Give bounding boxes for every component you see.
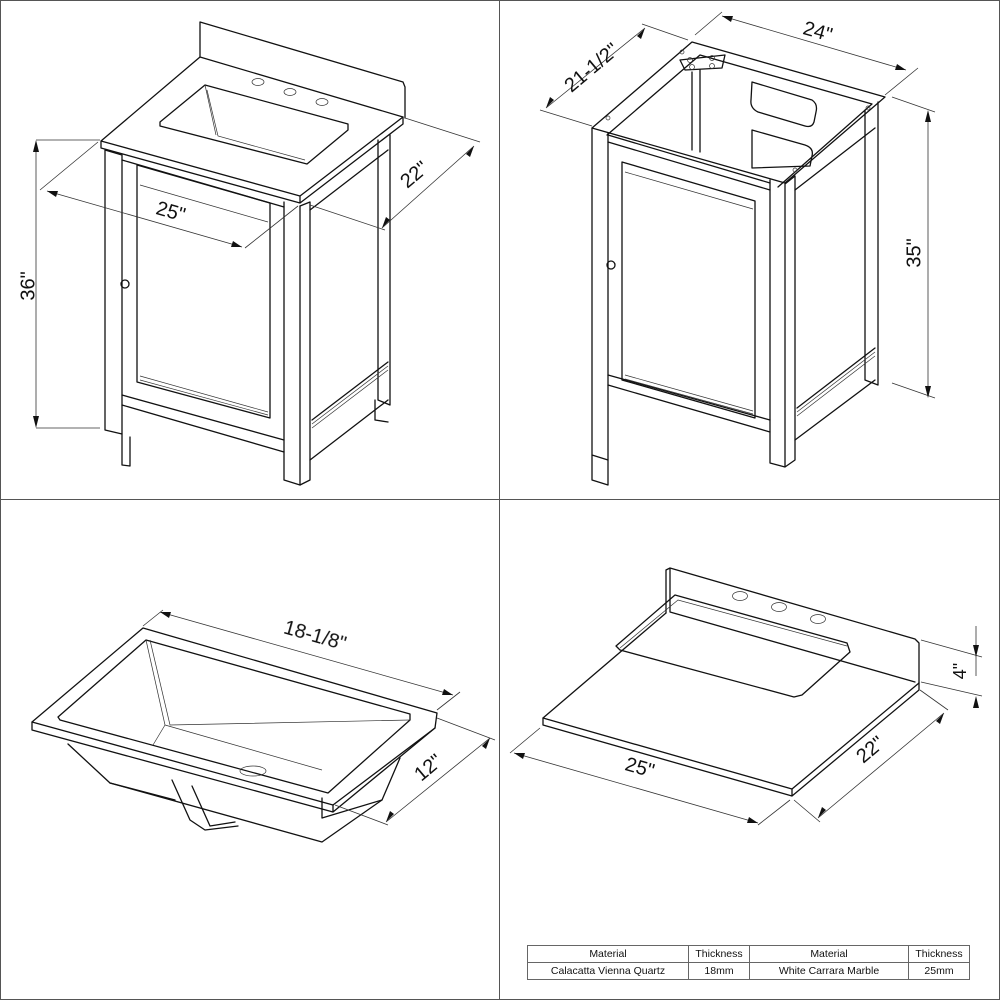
table-header-row: Material Thickness Material Thickness	[527, 945, 970, 963]
vanity-cabinet-drawing	[539, 11, 936, 486]
header-thickness-2: Thickness	[908, 945, 970, 963]
thickness-1-value: 18mm	[688, 962, 750, 980]
panel-vanity-cabinet: 21-1/2" 24" 35"	[500, 0, 1000, 500]
dimension-height-label: 35"	[903, 238, 926, 268]
material-2-value: White Carrara Marble	[749, 962, 909, 980]
table-row: Calacatta Vienna Quartz 18mm White Carra…	[527, 962, 970, 980]
thickness-2-value: 25mm	[908, 962, 970, 980]
material-1-value: Calacatta Vienna Quartz	[527, 962, 689, 980]
dimension-height-label: 36"	[17, 271, 40, 301]
header-material-1: Material	[527, 945, 689, 963]
panel-sink: 18-1/8" 12"	[0, 500, 500, 1000]
panel-countertop: 25" 22" 4"	[500, 500, 1000, 1000]
vanity-with-top-drawing	[33, 21, 481, 486]
header-material-2: Material	[749, 945, 909, 963]
sink-drawing	[31, 609, 496, 843]
vertical-divider	[499, 0, 500, 1000]
dimension-backsplash-label: 4"	[950, 662, 971, 680]
panel-vanity-with-top: 36" 25" 22"	[0, 0, 500, 500]
material-spec-table: Material Thickness Material Thickness Ca…	[527, 945, 970, 980]
countertop-drawing	[509, 567, 983, 826]
horizontal-divider	[0, 499, 1000, 500]
header-thickness-1: Thickness	[688, 945, 750, 963]
